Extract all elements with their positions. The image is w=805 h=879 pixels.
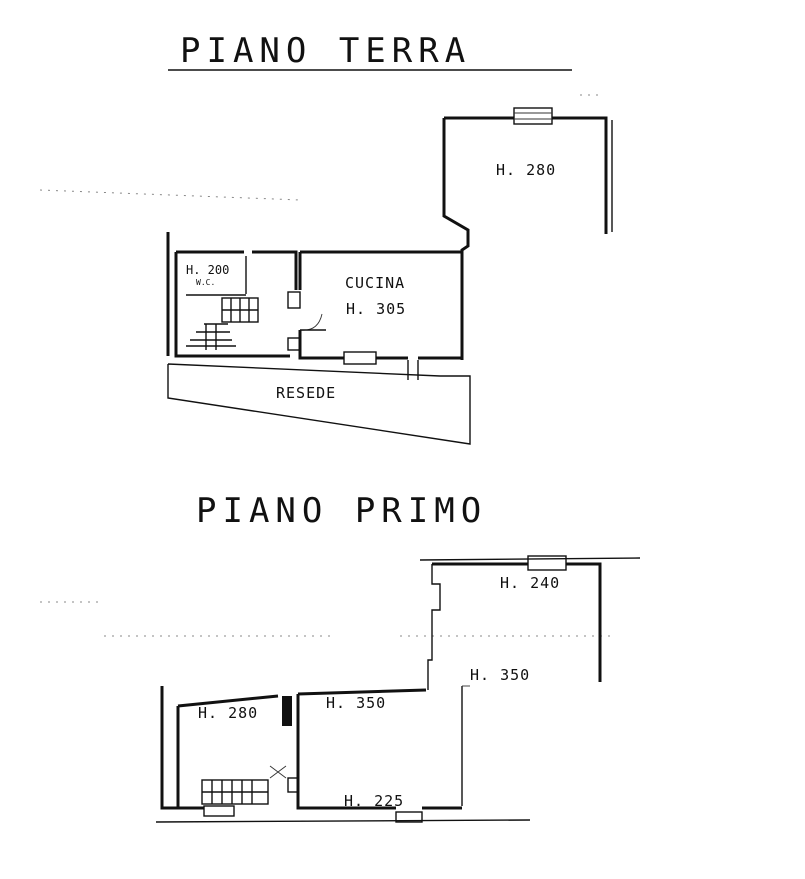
yard-outline <box>167 363 471 445</box>
ground-floor-title: PIANO TERRA <box>180 31 471 71</box>
height-350-right: H. 350 <box>470 666 530 684</box>
kitchen-name: CUCINA <box>345 274 405 292</box>
kitchen-door-swing <box>299 313 323 331</box>
window <box>527 555 567 571</box>
main-room-walls <box>442 116 608 360</box>
kitchen-window <box>343 351 377 365</box>
first-floor-middle-walls <box>296 688 462 810</box>
outer-line <box>419 557 641 561</box>
stepped-wall <box>427 564 441 690</box>
ground-stairs <box>186 297 259 350</box>
height-350-mid: H. 350 <box>326 694 386 712</box>
main-room-height: H. 280 <box>496 161 556 179</box>
wc-height: H. 200 <box>186 263 229 277</box>
first-floor-base-line <box>155 819 531 823</box>
first-floor-title: PIANO PRIMO <box>196 491 487 531</box>
door-jamb <box>287 777 299 793</box>
kitchen-height: H. 305 <box>346 300 406 318</box>
kitchen-walls <box>298 250 462 360</box>
height-225: H. 225 <box>344 792 404 810</box>
height-240: H. 240 <box>500 574 560 592</box>
chimney <box>282 696 292 726</box>
first-floor-plan: PIANO PRIMO H. 240 H. 350 H. 350 H. 225 … <box>40 491 641 823</box>
first-floor-right-walls <box>432 562 602 682</box>
door-cross <box>269 765 287 779</box>
height-280: H. 280 <box>198 704 258 722</box>
window <box>203 805 235 817</box>
ground-floor-plan: PIANO TERRA H. 280 CUCINA H. 305 H. 200 … <box>39 31 613 445</box>
yard-label: RESEDE <box>276 384 336 402</box>
door-jamb <box>287 291 301 309</box>
left-block-walls <box>166 232 298 358</box>
door-jamb <box>287 337 301 351</box>
scan-mark <box>39 189 301 201</box>
first-floor-stairs <box>201 779 269 805</box>
first-floor-left-walls <box>160 686 279 810</box>
wc-name: W.C. <box>196 278 215 287</box>
window <box>513 107 553 125</box>
window <box>395 811 423 823</box>
